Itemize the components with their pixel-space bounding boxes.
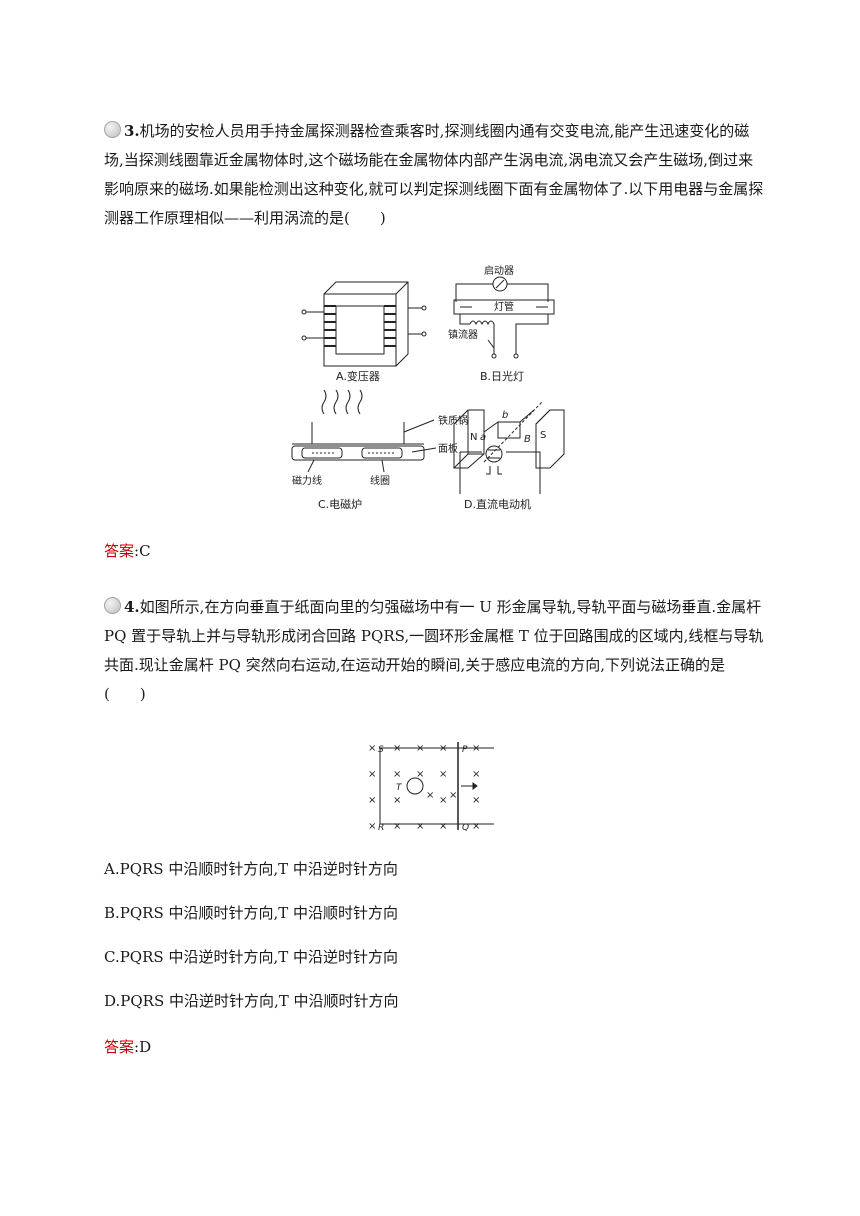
question-number: 3. — [124, 122, 140, 140]
label-S: S — [378, 745, 384, 755]
svg-text:×: × — [393, 743, 401, 754]
label-R: R — [378, 823, 384, 833]
u-rail — [379, 747, 494, 825]
induction-cooker-drawing — [291, 389, 437, 473]
label-Q: Q — [462, 823, 469, 833]
svg-text:×: × — [439, 795, 447, 806]
svg-text:×: × — [393, 769, 401, 780]
question-number: 4. — [124, 598, 140, 616]
svg-text:×: × — [368, 821, 376, 832]
answer-label: 答案 — [104, 542, 135, 560]
question-3: 3.机场的安检人员用手持金属探测器检查乘客时,探测线圈内通有交变电流,能产生迅速… — [104, 117, 764, 233]
svg-text:×: × — [416, 743, 424, 754]
label-N: N — [470, 432, 477, 443]
label-B: B — [524, 434, 531, 445]
svg-text:×: × — [393, 795, 401, 806]
question-4: 4.如图所示,在方向垂直于纸面向里的匀强磁场中有一 U 形金属导轨,导轨平面与磁… — [104, 593, 764, 709]
answer-value: :C — [134, 542, 151, 560]
answer-label: 答案 — [104, 1038, 135, 1056]
caption-induction-cooker: C.电磁炉 — [318, 498, 362, 511]
label-starter: 启动器 — [484, 264, 514, 277]
svg-text:×: × — [472, 769, 480, 780]
svg-text:×: × — [416, 769, 424, 780]
svg-text:×: × — [472, 743, 480, 754]
transformer-drawing — [301, 281, 427, 367]
label-ballast: 镇流器 — [448, 328, 478, 341]
ring-T — [406, 777, 424, 795]
label-P: P — [462, 745, 468, 755]
label-tube: 灯管 — [494, 300, 514, 313]
label-coil: 线圈 — [370, 474, 390, 487]
label-panel: 面板 — [438, 442, 458, 455]
q4-figure: ××××× ××××× ×××× ××××× ×× S P R Q T — [368, 742, 494, 833]
svg-text:×: × — [393, 821, 401, 832]
q3-figure: A.变压器 B.日光灯 启动器 灯管 镇流器 铁质锅 面板 磁力线 线圈 C.电… — [291, 264, 565, 511]
svg-text:×: × — [368, 743, 376, 754]
svg-text:×: × — [426, 790, 434, 801]
fluorescent-lamp-drawing — [453, 276, 555, 359]
caption-transformer: A.变压器 — [336, 369, 380, 383]
option-d: D.PQRS 中沿逆时针方向,T 中沿顺时针方向 — [104, 992, 399, 1010]
question-bullet-icon — [104, 121, 121, 138]
question-stem: 机场的安检人员用手持金属探测器检查乘客时,探测线圈内通有交变电流,能产生迅速变化… — [104, 122, 764, 227]
option-c: C.PQRS 中沿逆时针方向,T 中沿逆时针方向 — [104, 948, 398, 966]
svg-text:×: × — [368, 769, 376, 780]
answer-q4: 答案:D — [104, 1036, 151, 1057]
label-iron-pot: 铁质锅 — [438, 414, 468, 427]
svg-text:×: × — [472, 795, 480, 806]
label-a: a — [480, 432, 486, 443]
svg-text:×: × — [416, 821, 424, 832]
caption-fluorescent-lamp: B.日光灯 — [480, 369, 524, 383]
label-field-lines: 磁力线 — [292, 474, 322, 487]
svg-text:×: × — [439, 769, 447, 780]
svg-text:×: × — [472, 821, 480, 832]
label-b: b — [502, 410, 508, 421]
dc-motor-drawing — [453, 401, 565, 494]
option-a: A.PQRS 中沿顺时针方向,T 中沿逆时针方向 — [104, 860, 398, 878]
svg-text:×: × — [449, 790, 457, 801]
caption-dc-motor: D.直流电动机 — [464, 497, 531, 511]
svg-text:×: × — [439, 743, 447, 754]
answer-value: :D — [134, 1038, 152, 1056]
label-S: S — [540, 430, 546, 441]
svg-text:×: × — [368, 795, 376, 806]
svg-text:×: × — [439, 821, 447, 832]
question-stem: 如图所示,在方向垂直于纸面向里的匀强磁场中有一 U 形金属导轨,导轨平面与磁场垂… — [104, 598, 764, 703]
label-T: T — [396, 783, 403, 793]
option-b: B.PQRS 中沿顺时针方向,T 中沿顺时针方向 — [104, 904, 399, 922]
question-bullet-icon — [104, 597, 121, 614]
answer-q3: 答案:C — [104, 540, 151, 561]
